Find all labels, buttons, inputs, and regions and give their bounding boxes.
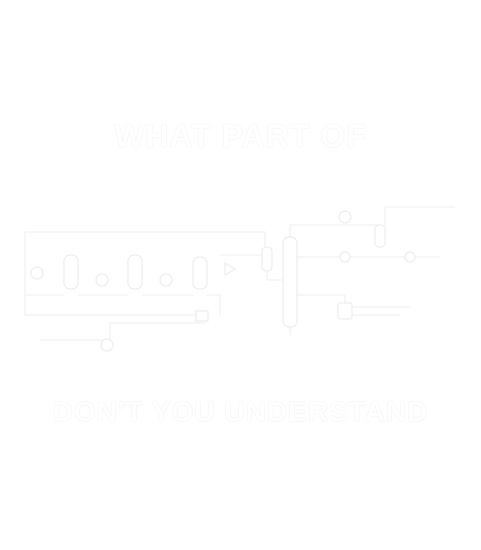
reflux-drum [374,224,386,248]
recycle-line-top [25,231,266,250]
feed-line [40,322,205,341]
reactor-vessel-3 [192,256,208,290]
bottoms-exchanger [337,302,353,320]
distillation-column [282,236,298,328]
exchanger-2 [95,273,109,287]
process-flow-diagram [24,206,455,352]
feed-pump [100,338,114,352]
headline-top: WHAT PART OF [114,118,367,154]
reactor-vessel-1 [63,254,79,290]
bottoms-line [352,306,410,316]
reflux-line [384,206,455,225]
column-overhead-line [289,224,381,237]
pump-2 [404,251,416,263]
exchanger-3 [159,273,173,287]
reactor-vessel-2 [127,254,143,290]
headline-bottom: DON'T YOU UNDERSTAND [52,396,429,427]
pump-1 [339,251,351,263]
separator-drum [261,246,273,272]
separator-line [220,254,282,281]
mixer-box [195,310,209,322]
recycle-line-left [24,232,205,316]
control-valve [224,262,236,276]
exchanger-1 [30,266,44,280]
compressor [338,210,352,224]
column-bottom-line [289,294,346,335]
process-line-main [25,294,221,315]
